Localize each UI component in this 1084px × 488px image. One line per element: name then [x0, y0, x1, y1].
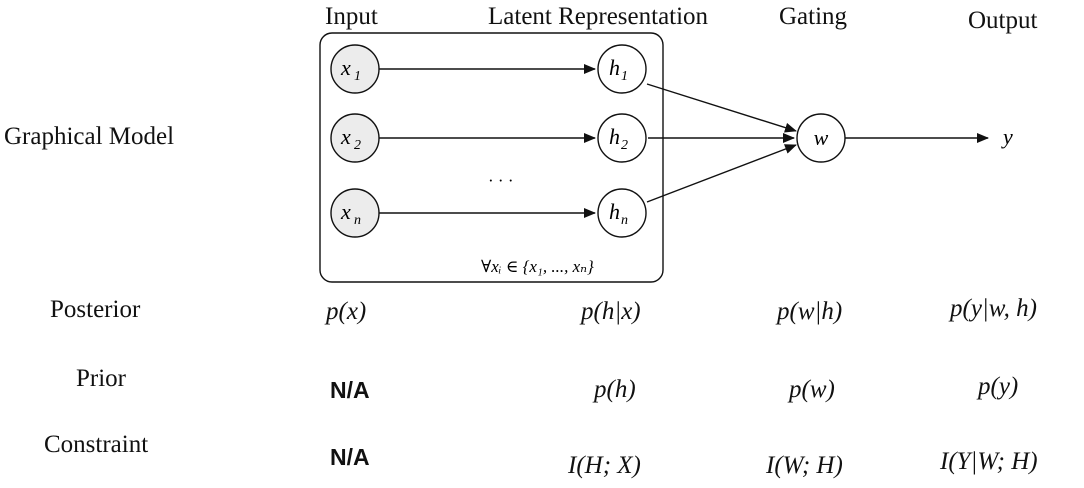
gating-node-w: w: [796, 113, 846, 163]
input-node-x1: x 1: [330, 44, 380, 94]
row-label-graphical-model: Graphical Model: [4, 123, 175, 150]
posterior-output: p(y|w, h): [950, 295, 1037, 322]
row-label-posterior: Posterior: [50, 296, 141, 323]
prior-latent: p(h): [594, 376, 636, 403]
svg-text:w: w: [814, 125, 829, 150]
plate-label: ∀xᵢ ∈ {x₁, ..., xₙ}: [481, 257, 594, 276]
svg-text:n: n: [354, 213, 361, 228]
prior-gating: p(w): [789, 376, 835, 403]
svg-text:x: x: [340, 199, 351, 224]
row-label-constraint: Constraint: [44, 431, 149, 458]
row-label-prior: Prior: [76, 365, 126, 392]
column-header-output: Output: [968, 7, 1038, 34]
svg-text:n: n: [621, 213, 628, 228]
ellipsis: · · ·: [488, 171, 513, 190]
plate-box: [319, 32, 664, 283]
svg-text:1: 1: [621, 69, 628, 84]
output-variable-y: y: [1001, 124, 1013, 149]
svg-text:h: h: [609, 55, 620, 80]
prior-output: p(y): [978, 373, 1019, 400]
posterior-gating: p(w|h): [777, 298, 843, 325]
svg-text:x: x: [340, 124, 351, 149]
edge-h1-w: [646, 83, 797, 133]
column-header-latent: Latent Representation: [488, 3, 709, 30]
posterior-input: p(x): [326, 298, 367, 325]
svg-text:x: x: [340, 55, 351, 80]
prior-input: N/A: [330, 377, 370, 403]
svg-text:h: h: [609, 199, 620, 224]
svg-text:h: h: [609, 124, 620, 149]
column-header-gating: Gating: [779, 3, 848, 30]
edge-hn-w: [646, 144, 797, 203]
column-header-input: Input: [325, 3, 378, 30]
latent-node-h1: h 1: [597, 44, 647, 94]
svg-text:1: 1: [354, 69, 361, 84]
constraint-latent: I(H; X): [568, 452, 641, 479]
svg-text:2: 2: [354, 138, 361, 153]
input-node-x2: x 2: [330, 113, 380, 163]
input-node-xn: x n: [330, 188, 380, 238]
constraint-gating: I(W; H): [766, 452, 843, 479]
constraint-input: N/A: [330, 444, 370, 470]
latent-node-hn: h n: [597, 188, 647, 238]
svg-text:2: 2: [621, 138, 628, 153]
posterior-latent: p(h|x): [581, 298, 641, 325]
latent-node-h2: h 2: [597, 113, 647, 163]
constraint-output: I(Y|W; H): [940, 448, 1038, 475]
